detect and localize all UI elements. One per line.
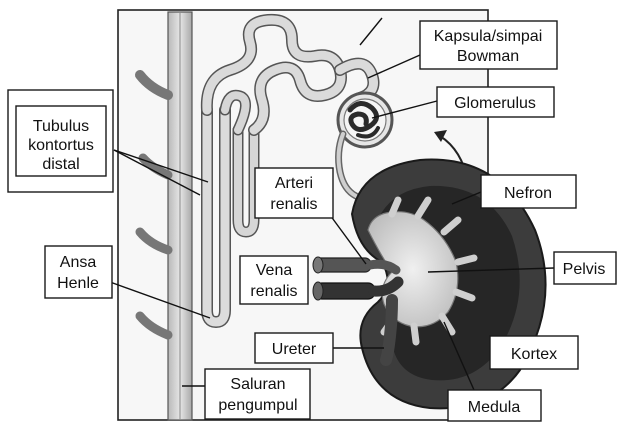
tubulus-label-line1: Tubulus (33, 118, 89, 135)
saluran-label-line2: pengumpul (218, 397, 297, 414)
ansa-label-line2: Henle (57, 275, 99, 292)
vena-label-line2: renalis (250, 283, 297, 300)
tubulus-label-line2: kontortus (28, 137, 94, 154)
medula-label: Medula (468, 399, 521, 416)
arteri-label-line1: Arteri (275, 175, 313, 192)
saluran-label-line1: Saluran (230, 376, 285, 393)
glomerulus-label: Glomerulus (454, 95, 536, 112)
nefron-label: Nefron (504, 185, 552, 202)
ureter-label: Ureter (272, 341, 317, 358)
vena-label-line1: Vena (256, 262, 293, 279)
kapsula-label-line1: Kapsula/simpai (434, 28, 543, 45)
pelvis-label: Pelvis (563, 261, 606, 278)
label-vena-renalis: Vena renalis (240, 256, 308, 304)
kapsula-label-line2: Bowman (457, 48, 519, 65)
kortex-label: Kortex (511, 346, 557, 363)
label-kortex: Kortex (490, 336, 578, 369)
ansa-label-line1: Ansa (60, 254, 97, 271)
arteri-label-line2: renalis (270, 196, 317, 213)
tubulus-label-line3: distal (42, 156, 79, 173)
